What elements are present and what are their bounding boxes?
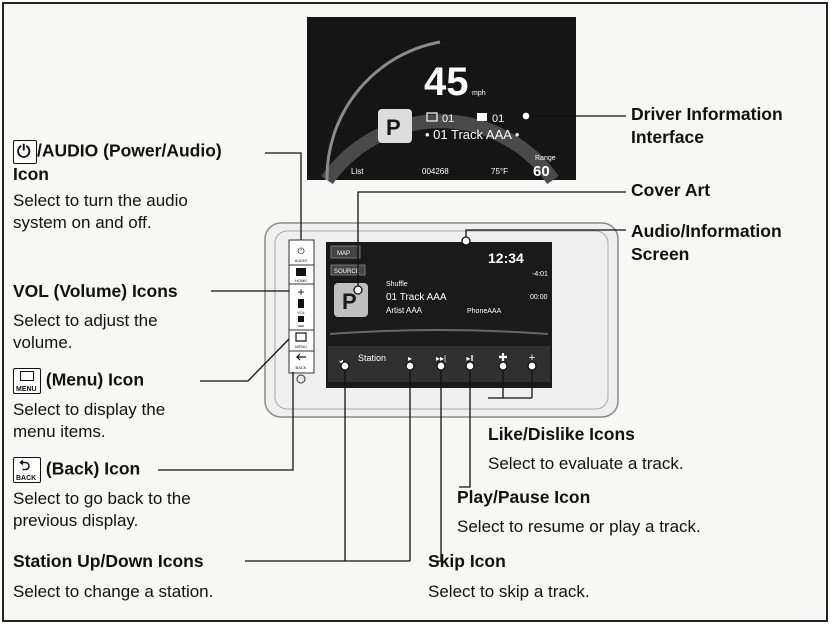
dii-track: • 01 Track AAA •	[425, 127, 520, 142]
dii-range-label: Range	[535, 155, 556, 162]
driver-info-display: 45 mph P 01 01 • 01 Track AAA • List 004…	[307, 17, 576, 180]
menu-key-icon: MENU	[13, 368, 41, 394]
menu-desc-1: Select to display the	[13, 399, 165, 421]
menu-name: (Menu) Icon	[46, 370, 144, 390]
dii-gear: P	[386, 115, 401, 140]
side-power-glyph: ⏻	[297, 246, 304, 256]
screen-name-2: Screen	[631, 244, 689, 265]
cover-name: Cover Art	[631, 180, 710, 201]
back-key-text: BACK	[16, 475, 36, 482]
screen-phone: PhoneAAA	[467, 308, 502, 315]
power-desc-2: system on and off.	[13, 212, 152, 234]
power-name: /AUDIO (Power/Audio)	[37, 141, 222, 161]
menu-label: MENU (Menu) Icon	[13, 368, 144, 394]
side-back-label: BACK	[296, 365, 307, 370]
side-audio-label: AUDIO	[295, 258, 308, 263]
screen-remaining: -4:01	[532, 271, 548, 278]
play-name: Play/Pause Icon	[457, 487, 590, 508]
folder-icon	[477, 113, 487, 121]
power-desc-1: Select to turn the audio	[13, 190, 188, 212]
screen-elapsed: 00:00	[530, 294, 548, 301]
clock: 12:34	[488, 250, 524, 266]
map-label: MAP	[337, 251, 350, 257]
back-key-icon: ⮌BACK	[13, 457, 41, 483]
skip-desc: Select to skip a track.	[428, 581, 590, 603]
back-desc-1: Select to go back to the	[13, 488, 191, 510]
menu-key-text: MENU	[16, 386, 37, 393]
dii-speed: 45	[424, 60, 469, 104]
screen-artist: Artist AAA	[386, 306, 423, 315]
side-menu-label: MENU	[295, 344, 307, 349]
menu-desc-2: menu items.	[13, 421, 106, 443]
back-name: (Back) Icon	[46, 459, 140, 479]
vol-desc-1: Select to adjust the	[13, 310, 158, 332]
dii-range-value: 60	[533, 163, 550, 180]
power-name-2: Icon	[13, 164, 49, 185]
play-desc: Select to resume or play a track.	[457, 516, 701, 538]
dii-speed-unit: mph	[472, 90, 486, 97]
station-desc: Select to change a station.	[13, 581, 213, 603]
back-label: ⮌BACK (Back) Icon	[13, 457, 140, 483]
home-icon	[296, 268, 306, 276]
side-home-label: HOME	[295, 278, 307, 283]
screen-track: 01 Track AAA	[386, 292, 447, 303]
vol-up-glyph: +	[297, 285, 304, 299]
dii-name-1: Driver Information	[631, 104, 783, 125]
dii-folder: 01	[492, 113, 504, 125]
dii-temp: 75°F	[491, 167, 508, 176]
station-name: Station Up/Down Icons	[13, 551, 204, 572]
skip-name: Skip Icon	[428, 551, 506, 572]
like-desc: Select to evaluate a track.	[488, 453, 684, 475]
dii-odometer: 004268	[422, 167, 449, 176]
station-label: Station	[358, 353, 386, 363]
screen-name-1: Audio/Information	[631, 221, 782, 242]
power-icon: ⏻	[13, 140, 37, 164]
vol-name: VOL (Volume) Icons	[13, 281, 178, 302]
like-name: Like/Dislike Icons	[488, 424, 635, 445]
dii-disc: 01	[442, 113, 454, 125]
dii-list: List	[351, 167, 364, 176]
vol-bar-icon	[298, 299, 304, 308]
shuffle-text: Shuffle	[386, 281, 408, 288]
back-desc-2: previous display.	[13, 510, 138, 532]
power-audio-label: ⏻/AUDIO (Power/Audio)	[13, 140, 222, 164]
side-vol-label: VOL	[297, 310, 306, 315]
source-label: SOURCE	[334, 269, 360, 275]
vol-desc-2: volume.	[13, 332, 73, 354]
dii-name-2: Interface	[631, 127, 704, 148]
